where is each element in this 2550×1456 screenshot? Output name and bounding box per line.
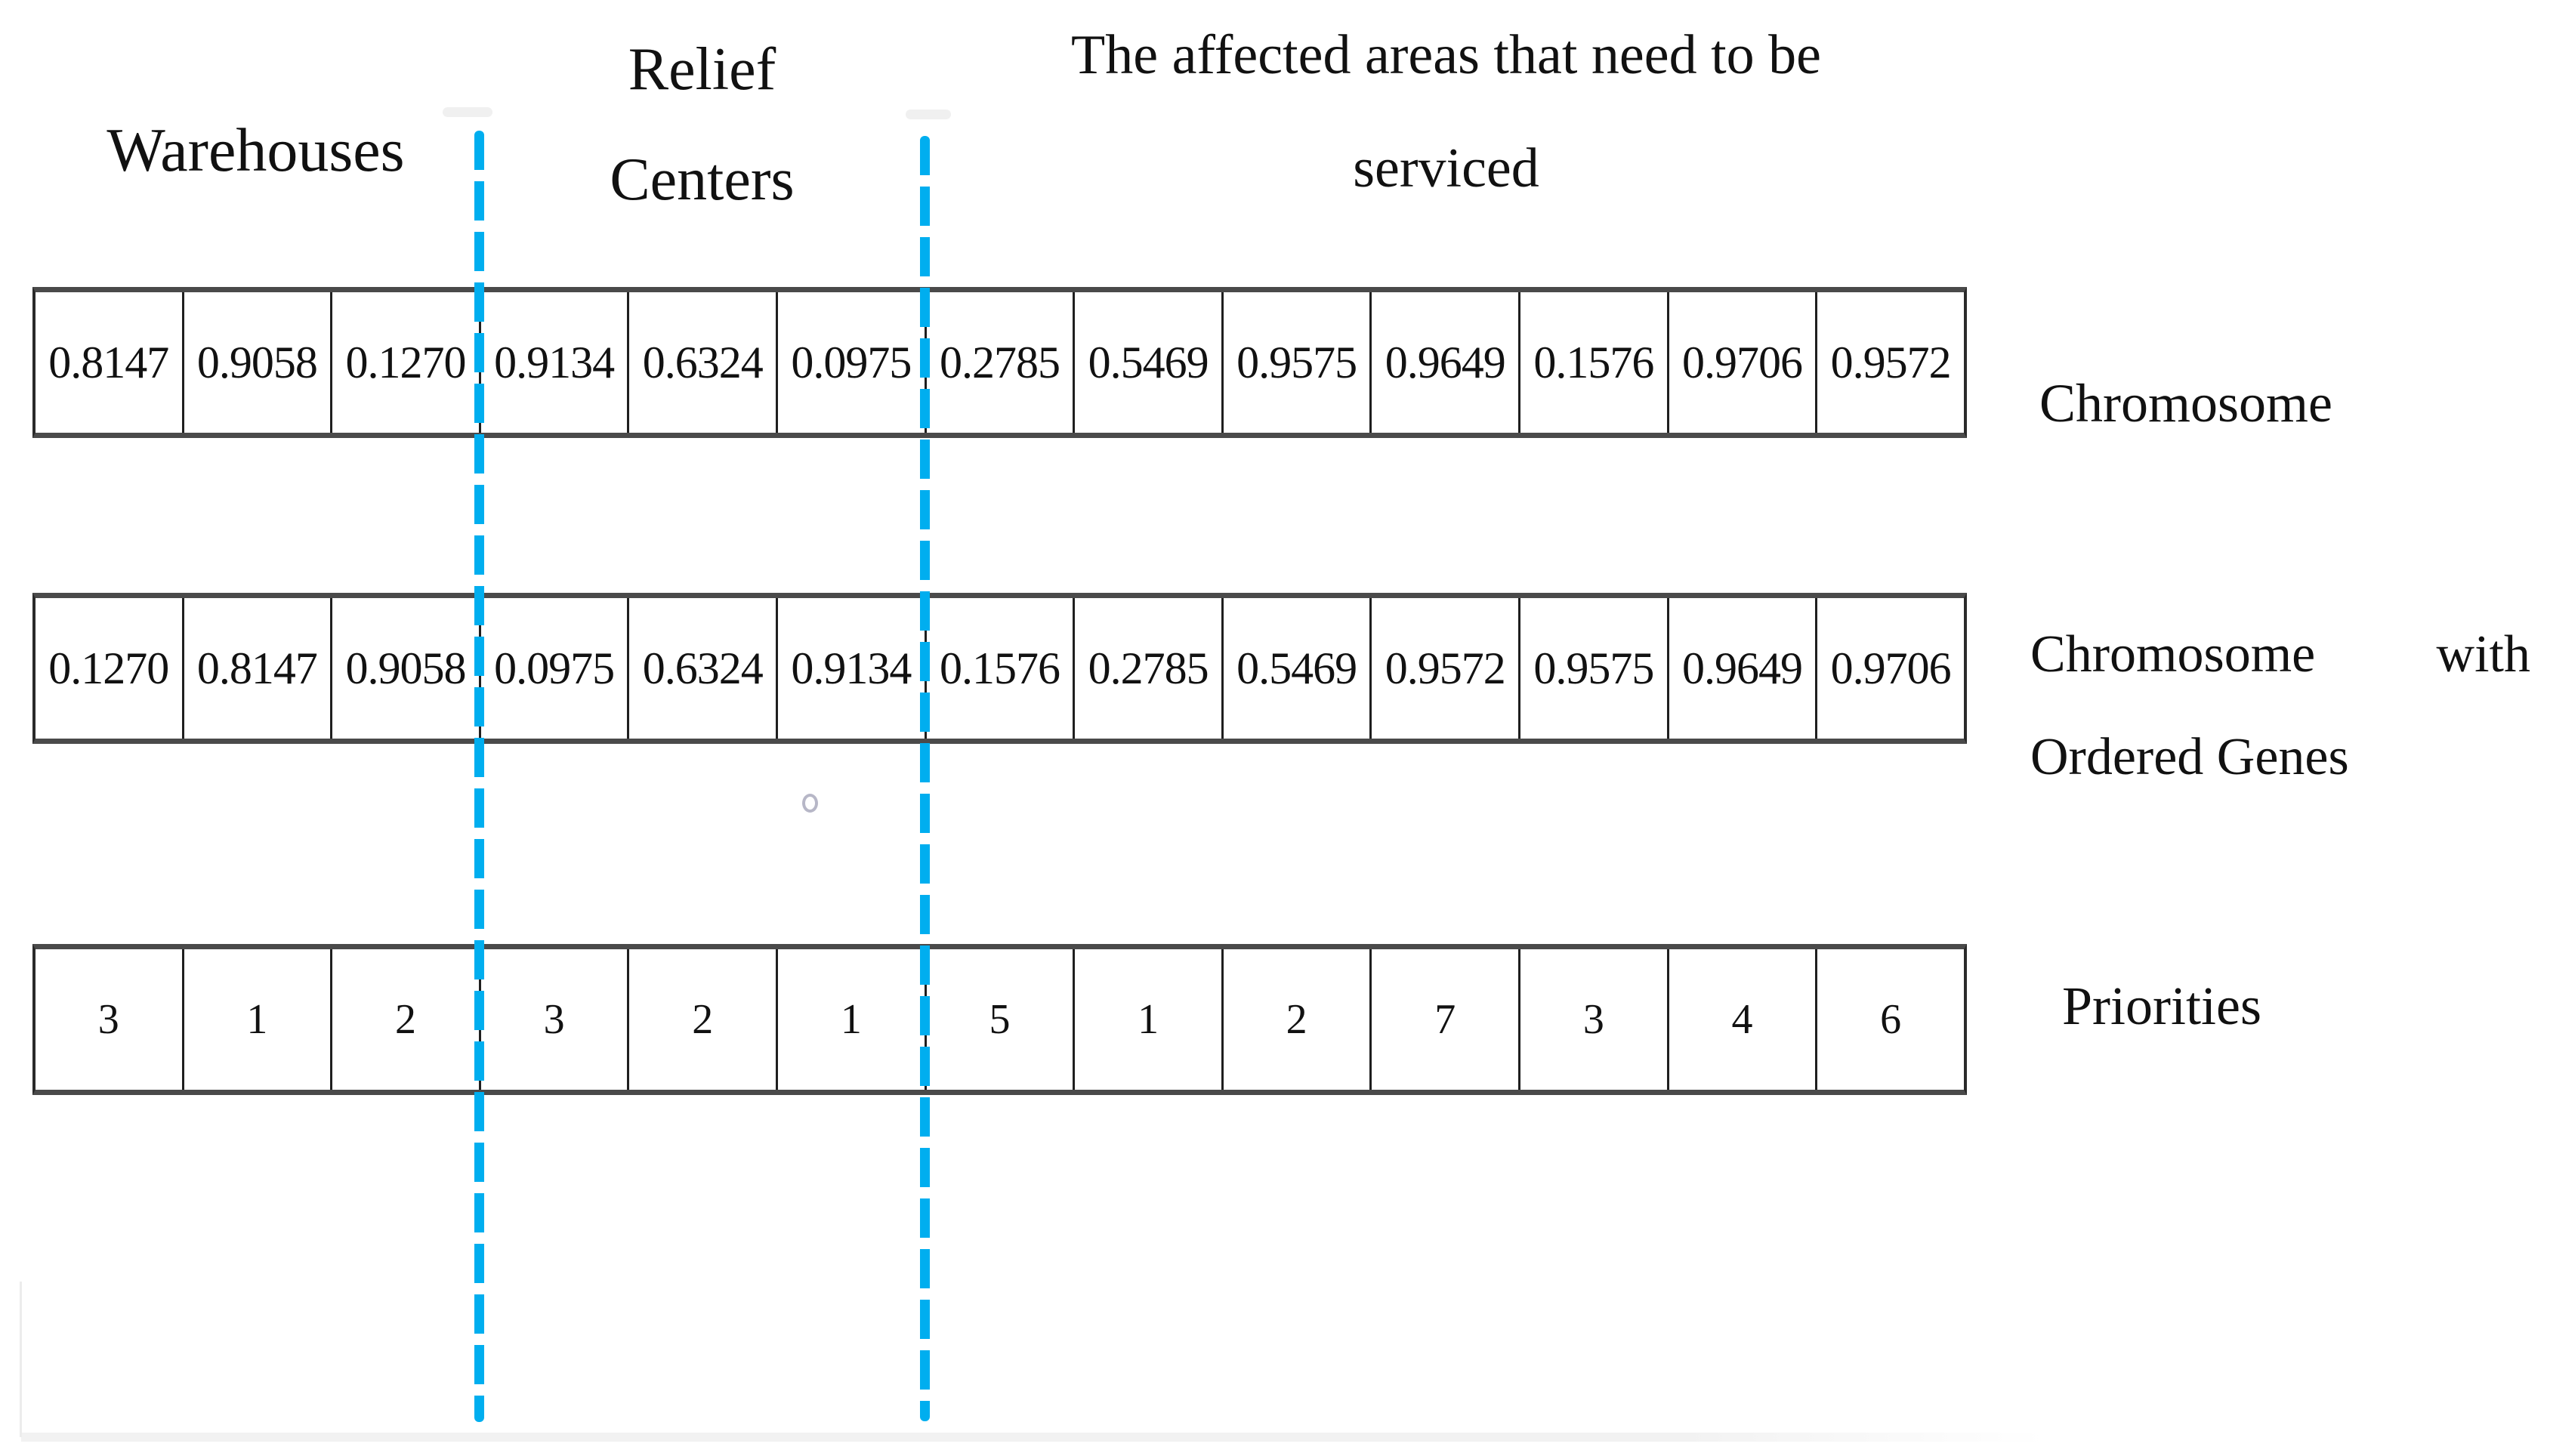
gene-cell: 0.9572 [1372, 598, 1521, 739]
gene-cell: 0.9134 [778, 598, 927, 739]
ordered-chromosome-row-label: Chromosome with Ordered Genes [2030, 628, 2530, 784]
gene-cell: 2 [629, 949, 779, 1090]
gene-cell: 0.6324 [629, 598, 779, 739]
stray-circle-mark [802, 794, 818, 813]
affected-areas-label-line1: The affected areas that need to be [1071, 24, 1821, 86]
gene-cell: 0.8147 [184, 598, 333, 739]
gene-cell: 0.1270 [36, 598, 184, 739]
gene-cell: 0.0975 [778, 292, 927, 433]
ordered-label-line2: Ordered Genes [2030, 728, 2349, 786]
gene-cell: 0.9649 [1669, 598, 1818, 739]
gene-cell: 0.9649 [1372, 292, 1521, 433]
gene-cell: 3 [1520, 949, 1669, 1090]
gene-cell: 1 [1075, 949, 1224, 1090]
scan-artifact-left-edge [20, 1282, 22, 1437]
gene-cell: 4 [1669, 949, 1818, 1090]
gene-cell: 0.8147 [36, 292, 184, 433]
priorities-row-label: Priorities [2062, 976, 2261, 1036]
affected-areas-label-line2: serviced [1353, 137, 1539, 199]
divider-top-smudge-right [906, 110, 951, 119]
ordered-label-word2: with [2436, 625, 2530, 683]
section-divider-right-dashed-line [920, 136, 930, 1421]
gene-cell: 3 [481, 949, 630, 1090]
chromosome-row-label: Chromosome [2039, 373, 2332, 433]
gene-cell: 1 [184, 949, 333, 1090]
gene-cell: 0.9706 [1669, 292, 1818, 433]
gene-cell: 0.9572 [1830, 337, 1952, 387]
gene-cell: 0.5469 [1224, 598, 1372, 739]
gene-cell: 1 [778, 949, 927, 1090]
gene-cell: 0.1576 [1520, 292, 1669, 433]
warehouses-label: Warehouses [107, 116, 405, 184]
gene-cell: 0.6324 [629, 292, 779, 433]
ordered-label-line1: Chromosome with [2030, 628, 2530, 681]
section-divider-left-dashed-line [474, 131, 484, 1422]
gene-cell: 5 [927, 949, 1076, 1090]
relief-centers-label-line1: Relief [628, 36, 776, 103]
divider-top-smudge-left [443, 107, 492, 117]
gene-cell: 0.9575 [1224, 292, 1372, 433]
relief-centers-label-line2: Centers [610, 147, 795, 213]
gene-cell: 0.9058 [184, 292, 333, 433]
gene-cell: 6 [1880, 996, 1902, 1043]
gene-cell: 2 [332, 949, 481, 1090]
gene-cell: 0.5469 [1075, 292, 1224, 433]
gene-cell: 0.9706 [1830, 643, 1952, 693]
ordered-label-word1: Chromosome [2030, 625, 2316, 683]
gene-cell: 2 [1224, 949, 1372, 1090]
gene-cell: 3 [36, 949, 184, 1090]
gene-cell: 7 [1372, 949, 1521, 1090]
gene-cell: 0.1270 [332, 292, 481, 433]
gene-cell: 0.0975 [481, 598, 630, 739]
gene-cell: 0.9058 [332, 598, 481, 739]
gene-cell: 0.9134 [481, 292, 630, 433]
gene-cell: 0.2785 [927, 292, 1076, 433]
gene-cell: 0.9575 [1520, 598, 1669, 739]
scan-artifact-band [21, 1433, 2045, 1442]
gene-cell: 0.2785 [1075, 598, 1224, 739]
gene-cell: 0.1576 [927, 598, 1076, 739]
